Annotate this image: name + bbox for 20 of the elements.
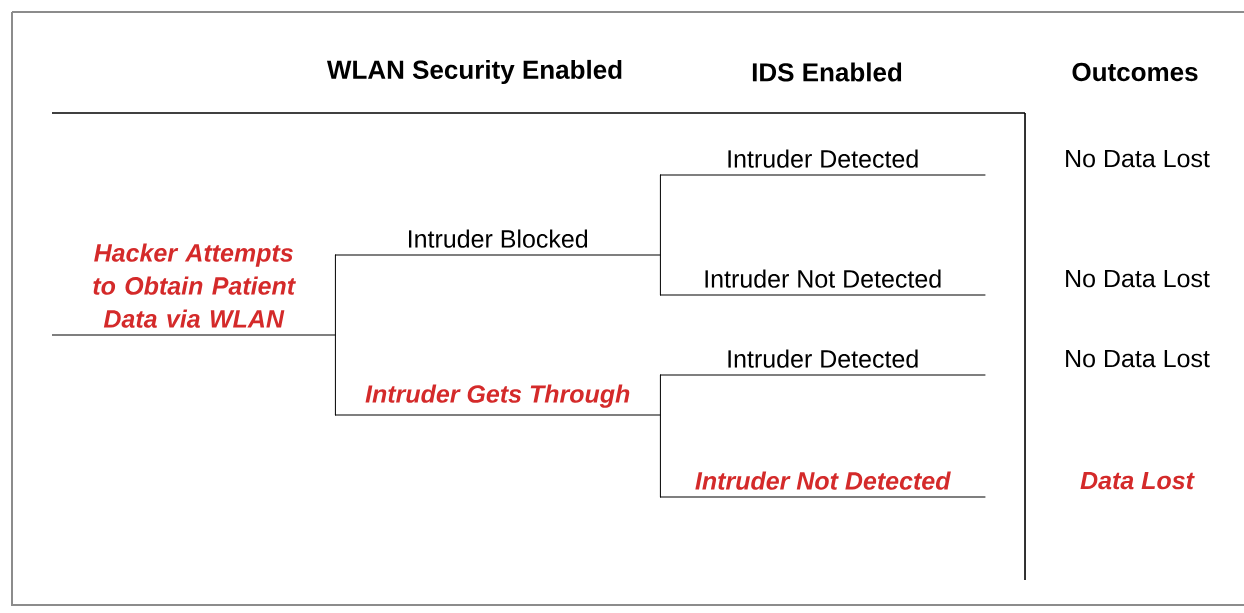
branch-label: Intruder Detected <box>659 349 986 376</box>
column-header: IDS Enabled <box>752 62 902 82</box>
outcome-label: No Data Lost <box>1066 149 1210 168</box>
branch-label: Intruder Blocked <box>334 229 661 256</box>
outcome-label: No Data Lost <box>1066 349 1210 368</box>
column-header: Outcomes <box>1072 62 1198 82</box>
tree-branch <box>334 334 336 416</box>
tree-branch <box>659 254 661 296</box>
tree-branch <box>334 254 336 336</box>
column-header: WLAN Security Enabled <box>326 59 622 85</box>
branch-label: Intruder Detected <box>659 149 986 176</box>
branch-label: Intruder Gets Through <box>334 384 661 416</box>
tree-branch <box>659 414 661 498</box>
outcome-label: Data Lost <box>1080 471 1195 490</box>
branch-label: Intruder Not Detected <box>659 269 986 296</box>
outcome-label: No Data Lost <box>1066 269 1210 288</box>
branch-label: Hacker Attempts to Obtain Patient Data via WLAN <box>51 243 336 336</box>
branch-label: Intruder Not Detected <box>659 471 986 498</box>
tree-branch <box>659 174 661 256</box>
tree-branch <box>659 374 661 416</box>
